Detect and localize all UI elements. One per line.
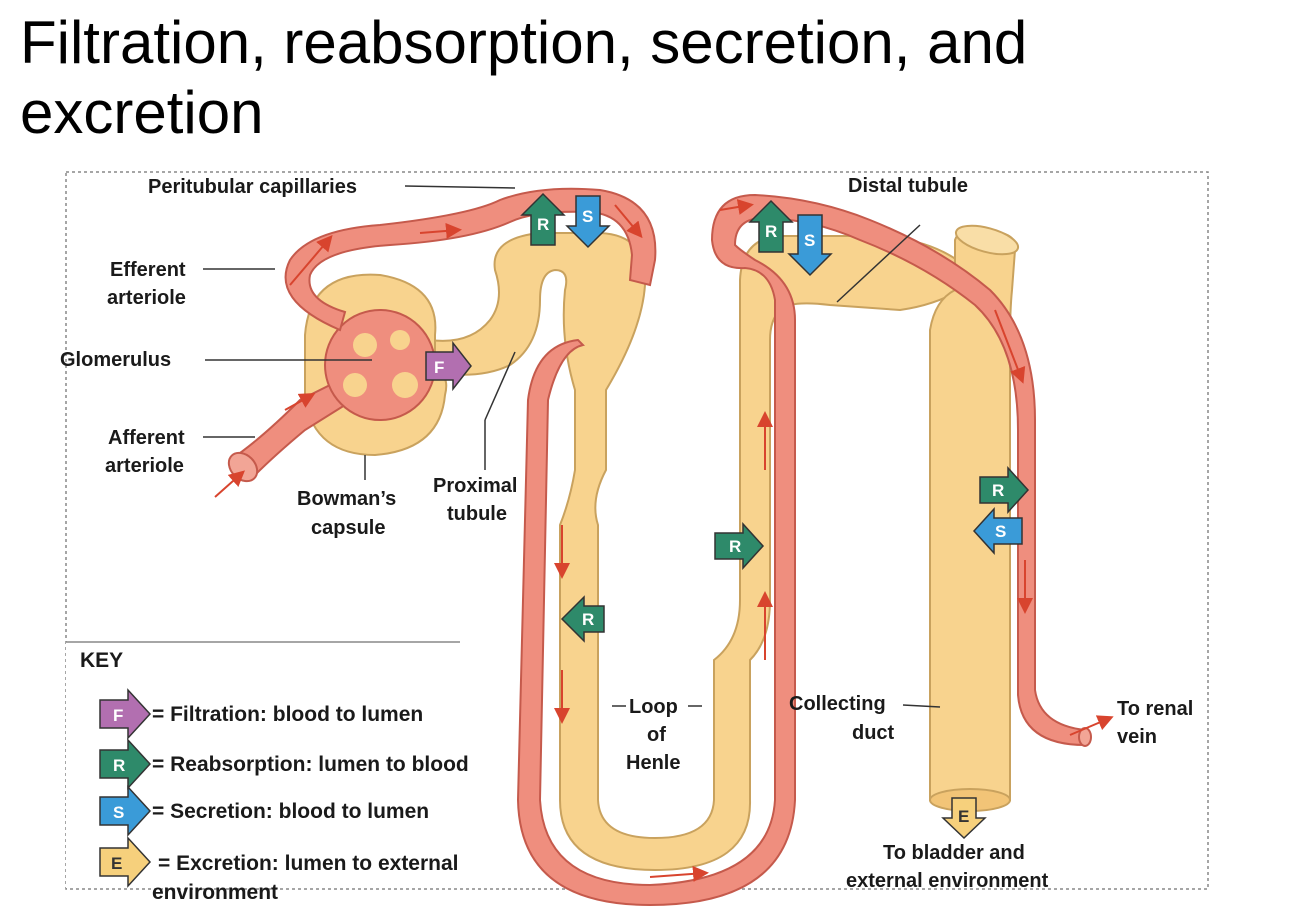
secretion-arrow-3: S xyxy=(972,507,1023,555)
glomerulus-lumen-4 xyxy=(392,372,418,398)
key-secretion-label: = Secretion: blood to lumen xyxy=(152,800,429,823)
key-filtration: F = Filtration: blood to lumen xyxy=(99,688,423,740)
label-collecting-2: duct xyxy=(852,722,895,744)
key-excretion-label-1: = Excretion: lumen to external xyxy=(158,852,459,875)
flow-arrow-distal xyxy=(719,199,754,215)
secretion-arrow-2: S xyxy=(787,214,833,277)
diagram-labels: Peritubular capillaries Efferent arterio… xyxy=(60,175,1193,892)
flow-arrow-top xyxy=(419,222,462,239)
label-efferent-1: Efferent xyxy=(110,259,186,281)
reabsorption-arrow-2: R xyxy=(748,199,794,253)
label-peritubular: Peritubular capillaries xyxy=(148,176,357,198)
label-bladder-2: external environment xyxy=(846,870,1049,892)
reabsorption-arrow-2-letter: R xyxy=(765,222,777,241)
label-loop-2: of xyxy=(647,724,666,746)
reabsorption-arrow-1-letter: R xyxy=(537,215,549,234)
capillary-loop xyxy=(516,193,1086,907)
key-excretion-letter: E xyxy=(111,854,122,873)
label-collecting-1: Collecting xyxy=(789,693,886,715)
filtration-arrow-letter: F xyxy=(434,358,444,377)
secretion-arrow-1: S xyxy=(565,195,611,249)
label-glomerulus: Glomerulus xyxy=(60,349,171,371)
leader-proximal-2 xyxy=(484,351,516,421)
reabsorption-arrow-5: R xyxy=(979,466,1030,514)
leader-collecting xyxy=(902,704,941,708)
secretion-arrow-1-letter: S xyxy=(582,207,593,226)
key-secretion-letter: S xyxy=(113,803,124,822)
key-filtration-label: = Filtration: blood to lumen xyxy=(152,703,423,726)
glomerulus-lumen-3 xyxy=(343,373,367,397)
excretion-arrow: E xyxy=(941,797,987,840)
reabsorption-arrow-3-letter: R xyxy=(582,610,594,629)
label-renal-2: vein xyxy=(1117,726,1157,748)
peritubular-capillary xyxy=(284,187,657,332)
key-reabsorption-label: = Reabsorption: lumen to blood xyxy=(152,753,469,776)
label-distal: Distal tubule xyxy=(848,175,968,197)
proximal-tubule xyxy=(429,232,961,872)
key-excretion: E = Excretion: lumen to external environ… xyxy=(99,836,459,904)
key-secretion: S = Secretion: blood to lumen xyxy=(99,785,429,837)
label-proximal-1: Proximal xyxy=(433,475,517,497)
key-reabsorption-letter: R xyxy=(113,756,125,775)
glomerulus-lumen-1 xyxy=(353,333,377,357)
secretion-arrow-2-letter: S xyxy=(804,231,815,250)
key: KEY F = Filtration: blood to lumen R = R… xyxy=(66,641,469,904)
flow-arrow-afferent-2 xyxy=(284,393,316,411)
label-efferent-2: arteriole xyxy=(107,287,186,309)
label-afferent-2: arteriole xyxy=(105,455,184,477)
reabsorption-arrow-5-letter: R xyxy=(992,481,1004,500)
label-proximal-2: tubule xyxy=(447,503,507,525)
reabsorption-arrow-3: R xyxy=(560,595,605,643)
leader-lines xyxy=(203,185,941,708)
leader-distal xyxy=(836,224,921,303)
flow-arrow-bottom xyxy=(649,865,709,882)
flow-arrow-afferent xyxy=(214,470,245,498)
leader-peritubular xyxy=(404,185,516,189)
excretion-arrow-letter: E xyxy=(958,807,969,826)
flow-arrow-right-1 xyxy=(994,309,1026,384)
secretion-arrow-3-letter: S xyxy=(995,522,1006,541)
reabsorption-arrow-4: R xyxy=(714,522,765,570)
reabsorption-arrow-4-letter: R xyxy=(729,537,741,556)
label-bladder-1: To bladder and xyxy=(883,842,1025,864)
label-bowman-1: Bowman’s xyxy=(297,488,396,510)
flow-arrow-vein xyxy=(1069,715,1114,736)
key-filtration-letter: F xyxy=(113,706,123,725)
flow-arrows xyxy=(214,199,1114,882)
filtration-arrow: F xyxy=(425,340,472,392)
collecting-duct-top xyxy=(954,224,1020,256)
flow-arrow-efferent xyxy=(289,234,333,286)
glomerulus-lumen-2 xyxy=(390,330,410,350)
label-afferent-1: Afferent xyxy=(108,427,185,449)
label-renal-1: To renal xyxy=(1117,698,1193,720)
key-heading: KEY xyxy=(80,649,123,672)
slide-title: Filtration, reabsorption, secretion, and… xyxy=(20,9,1028,146)
label-loop-3: Henle xyxy=(626,752,680,774)
key-reabsorption: R = Reabsorption: lumen to blood xyxy=(99,738,469,790)
key-excretion-label-2: environment xyxy=(152,881,278,904)
flow-arrow-top-2 xyxy=(614,204,643,239)
label-bowman-2: capsule xyxy=(311,517,385,539)
reabsorption-arrow-1: R xyxy=(520,192,566,246)
label-loop-1: Loop xyxy=(629,696,678,718)
transport-arrows: F R S R S R R xyxy=(425,192,1030,840)
